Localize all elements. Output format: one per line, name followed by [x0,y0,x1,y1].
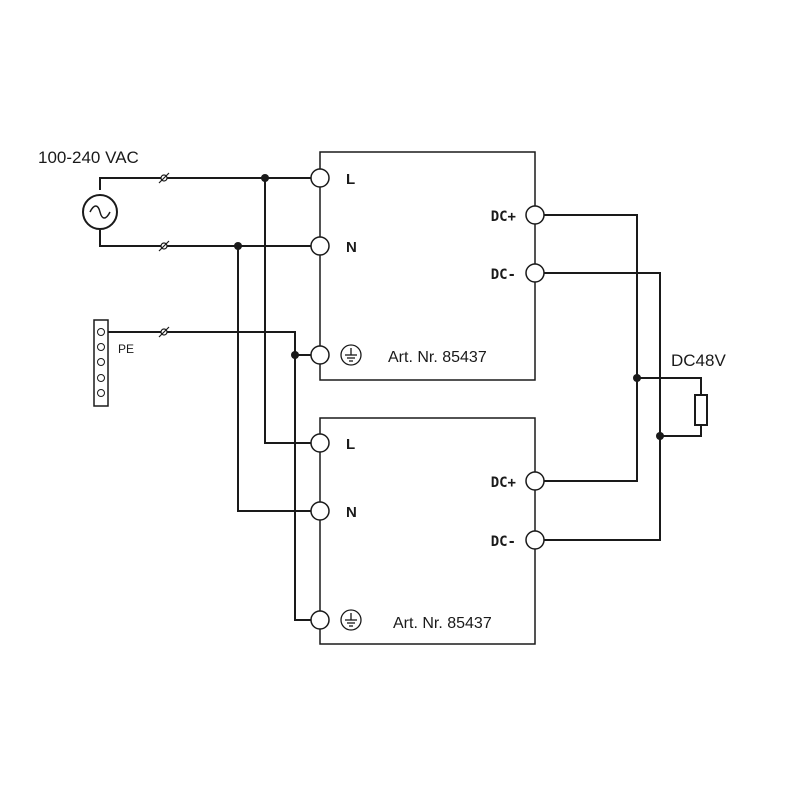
terminal-l [310,433,330,453]
supply-label: 100-240 VAC [38,148,139,167]
terminal-dc-pos [525,471,545,491]
label-dc-pos: DC+ [491,475,516,491]
terminal-pe [310,345,330,365]
label-l: L [346,171,355,188]
pe-label: PE [118,342,134,356]
load-pos-wire [637,377,702,395]
power-supply-unit-1: L N DC+ DC- Art. Nr. 85437 [310,151,545,381]
unit-housing [319,417,536,645]
junction-dot [234,242,242,250]
dc-wires [544,214,702,541]
junction-dot [291,351,299,359]
break-marks [158,172,170,338]
label-n: N [346,504,357,521]
n-bus-wire [237,246,320,512]
junction-dot [261,174,269,182]
dc-pos-bus-wire [544,214,638,482]
unit-housing [319,151,536,381]
terminal-strip-icon [93,319,109,407]
junction-dot [656,432,664,440]
output-label: DC48V [671,351,726,370]
earth-ground-icon [340,344,362,366]
break-mark-icon [158,172,170,184]
terminal-dc-neg [525,530,545,550]
l-bus-wire [264,178,320,444]
break-mark-icon [158,240,170,252]
earth-ground-icon [340,609,362,631]
power-supply-unit-2: L N DC+ DC- Art. Nr. 85437 [310,417,545,645]
line-wire-n [99,230,320,247]
label-dc-neg: DC- [491,534,516,550]
terminal-n [310,236,330,256]
load-neg-wire [660,425,702,437]
art-nr-label: Art. Nr. 85437 [393,615,492,632]
ac-wires [99,177,320,621]
art-nr-label: Art. Nr. 85437 [388,349,487,366]
junction-dot [633,374,641,382]
dc-neg-bus-wire [544,272,661,541]
ac-source-icon [82,194,118,230]
terminal-pe [310,610,330,630]
terminal-l [310,168,330,188]
resistor-icon [694,394,708,426]
pe-bus-wire [294,355,320,621]
label-n: N [346,239,357,256]
pe-wire [108,331,320,356]
label-dc-pos: DC+ [491,209,516,225]
terminal-n [310,501,330,521]
line-wire-l [99,177,320,190]
label-l: L [346,436,355,453]
terminal-dc-neg [525,263,545,283]
terminal-dc-pos [525,205,545,225]
label-dc-neg: DC- [491,267,516,283]
break-mark-icon [158,326,170,338]
